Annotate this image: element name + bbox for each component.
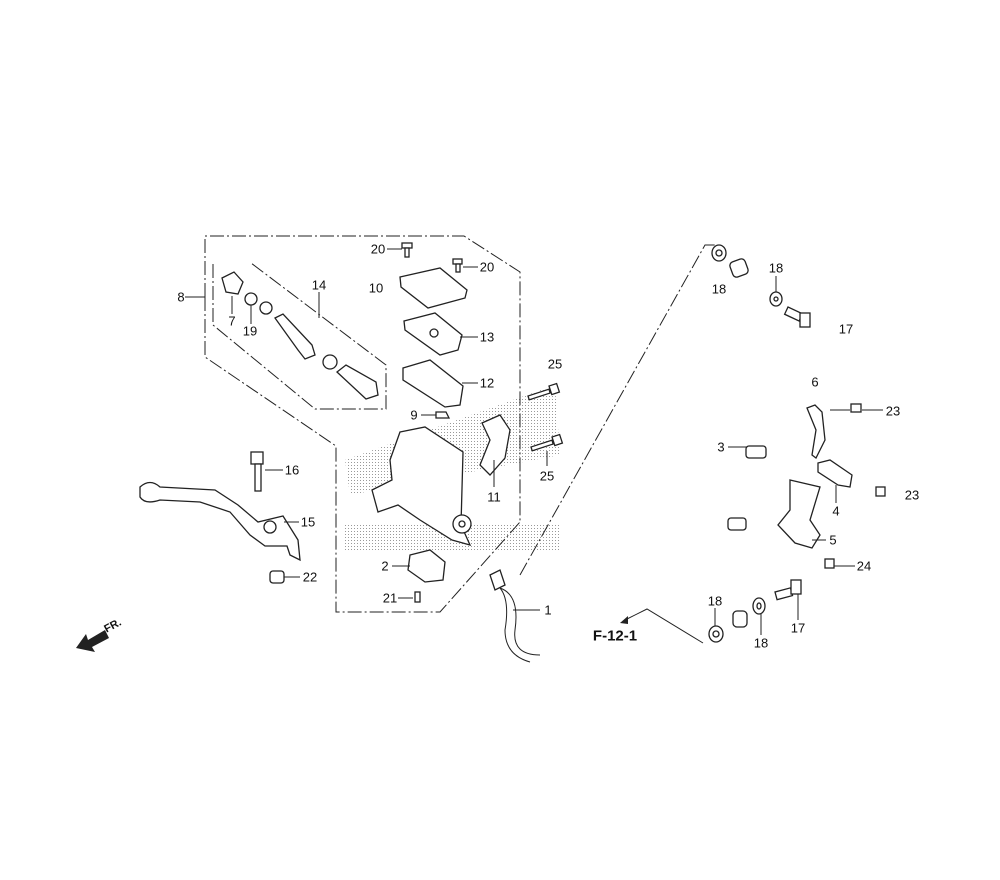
callout-label[interactable]: 18 — [768, 260, 784, 276]
callout-label[interactable]: 12 — [479, 375, 495, 391]
group-outline-master-cylinder — [204, 297, 521, 613]
grommet — [745, 445, 767, 459]
callout-label[interactable]: 5 — [829, 532, 837, 548]
callout-label[interactable]: 23 — [904, 487, 920, 503]
callout-label[interactable]: 8 — [177, 289, 185, 305]
callout-label[interactable]: 1 — [544, 602, 552, 618]
sealing-washer-part-18 — [708, 244, 783, 643]
callout-label[interactable]: 18 — [711, 281, 727, 297]
callout-label[interactable]: 10 — [368, 280, 384, 296]
callout-label[interactable]: 14 — [311, 277, 327, 293]
callout-label[interactable]: 15 — [300, 514, 316, 530]
callout-label[interactable]: 17 — [838, 321, 854, 337]
hose-guide-part-5 — [777, 479, 821, 549]
callout-label[interactable]: 13 — [479, 329, 495, 345]
callout-label[interactable]: 23 — [885, 403, 901, 419]
reference-arrow-line — [624, 608, 704, 644]
group-outline-master-cylinder — [204, 235, 521, 522]
piston-kit-parts — [221, 271, 379, 400]
bolt-part-24 — [824, 558, 835, 569]
callout-label[interactable]: 3 — [717, 439, 725, 455]
pivot-bolt-part-16 — [250, 451, 264, 465]
connection-line — [519, 244, 716, 576]
group-outline-piston-kit — [212, 262, 387, 410]
banjo-fitting — [732, 610, 748, 628]
holder-part-11 — [479, 414, 511, 476]
bracket-part-6 — [806, 404, 826, 459]
callout-label[interactable]: 7 — [228, 313, 236, 329]
callout-label[interactable]: 18 — [753, 635, 769, 651]
grommet — [727, 517, 747, 531]
switch-part-2 — [407, 549, 446, 583]
callout-label[interactable]: 20 — [479, 259, 495, 275]
bolt-part-23 — [850, 403, 862, 413]
callout-label[interactable]: 25 — [539, 468, 555, 484]
boot-part-9 — [435, 411, 451, 419]
callout-label[interactable]: 4 — [832, 503, 840, 519]
callout-label[interactable]: 17 — [790, 620, 806, 636]
callout-label[interactable]: 21 — [382, 590, 398, 606]
front-direction-arrow-icon — [76, 630, 109, 652]
switch-wire-part-1 — [489, 569, 506, 591]
callout-label[interactable]: 20 — [370, 241, 386, 257]
brake-lever-part-15 — [139, 481, 301, 562]
callout-label[interactable]: 2 — [381, 558, 389, 574]
reservoir-cap-part-10 — [399, 267, 468, 309]
bolt-part-25 — [527, 382, 564, 452]
callout-label[interactable]: 22 — [302, 569, 318, 585]
callout-label[interactable]: 9 — [410, 407, 418, 423]
callout-label[interactable]: 25 — [547, 356, 563, 372]
bolt-part-23 — [875, 486, 886, 497]
master-cylinder-body — [371, 426, 472, 546]
nut-part-22 — [269, 570, 285, 584]
screw-part-20 — [401, 242, 463, 273]
callout-label[interactable]: 24 — [856, 558, 872, 574]
callout-label[interactable]: 11 — [487, 489, 501, 505]
reference-link-f-12-1[interactable]: F-12-1 — [592, 627, 638, 645]
banjo-fitting — [729, 258, 749, 278]
screw-part-21 — [414, 591, 421, 603]
callout-label[interactable]: 18 — [707, 593, 723, 609]
oil-bolt-part-17 — [774, 306, 811, 601]
leader-lines — [231, 248, 883, 635]
diaphragm-part-12 — [402, 359, 464, 408]
callout-label[interactable]: 16 — [284, 462, 300, 478]
callout-label[interactable]: 6 — [811, 374, 819, 390]
callout-label[interactable]: 19 — [242, 323, 258, 339]
clamp-part-4 — [817, 459, 853, 488]
